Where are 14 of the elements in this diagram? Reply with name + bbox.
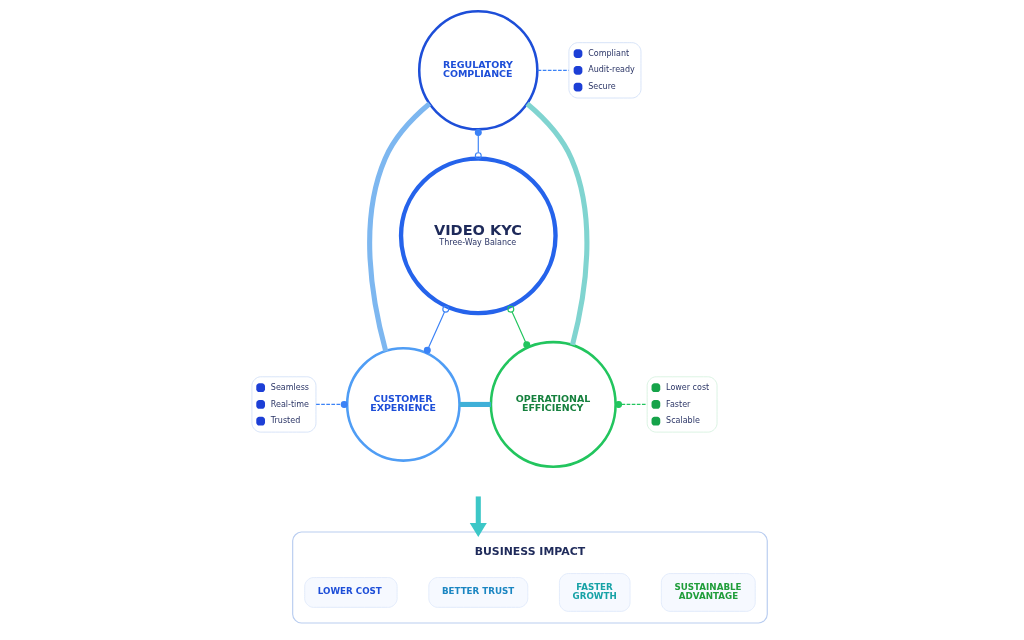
node-box: FASTER GROWTH (558, 573, 630, 612)
node-circle: REGULATORY COMPLIANCE (417, 10, 539, 131)
node-box: LOWER COST (303, 577, 397, 608)
connector (315, 400, 348, 408)
connector (614, 400, 648, 408)
connector (536, 69, 569, 71)
arrow (469, 496, 487, 537)
node-box: SUSTAINABLE ADVANTAGE (660, 573, 756, 612)
connector (506, 305, 530, 349)
connector (423, 305, 449, 354)
connector (366, 101, 431, 352)
node-box: BETTER TRUST (427, 577, 528, 608)
connector (459, 401, 491, 407)
connector (525, 101, 589, 346)
